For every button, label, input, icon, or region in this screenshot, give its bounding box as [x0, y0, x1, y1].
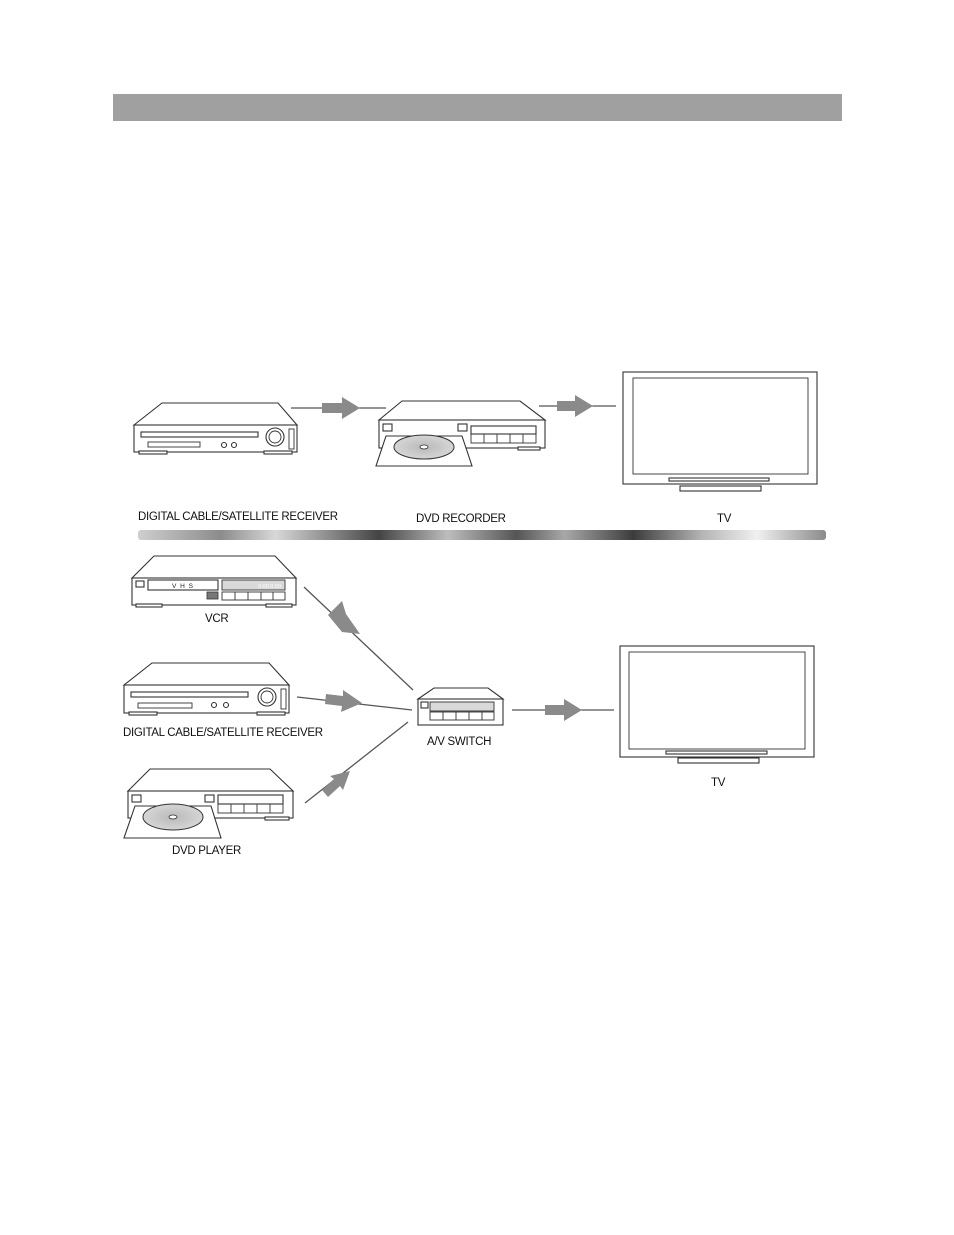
- arrow-vcr-to-switch: [328, 601, 360, 634]
- dvd-recorder-device: [376, 401, 545, 466]
- tv-device-top: [623, 372, 817, 491]
- arrow-recorder-to-tv: [557, 395, 593, 417]
- vcr-counter-text: 0:00 0:00: [258, 584, 281, 590]
- section-divider: [138, 530, 826, 540]
- cable-vcr-switch: [304, 587, 413, 690]
- vcr-device: V H S 0:00 0:00: [132, 556, 296, 607]
- label-tv-top: TV: [717, 513, 732, 525]
- label-av-switch: A/V SWITCH: [427, 736, 491, 748]
- label-receiver-top: DIGITAL CABLE/SATELLITE RECEIVER: [138, 511, 338, 523]
- label-tv-bottom: TV: [711, 777, 726, 789]
- label-vcr: VCR: [205, 613, 228, 625]
- av-switch-device: [418, 688, 503, 725]
- vcr-display-text: V H S: [172, 583, 194, 590]
- label-dvd-player: DVD PLAYER: [172, 845, 241, 857]
- receiver-device-bottom: [124, 663, 289, 715]
- tv-device-bottom: [620, 646, 814, 763]
- arrow-dvd-to-switch: [322, 771, 350, 797]
- dvd-player-device: [124, 769, 293, 838]
- receiver-device-top: [134, 403, 297, 454]
- arrow-receiver-to-switch: [325, 690, 362, 712]
- arrow-switch-to-tv: [545, 699, 582, 721]
- label-receiver-bottom: DIGITAL CABLE/SATELLITE RECEIVER: [123, 727, 323, 739]
- label-dvd-recorder: DVD RECORDER: [416, 513, 506, 525]
- arrow-receiver-to-recorder: [322, 397, 360, 419]
